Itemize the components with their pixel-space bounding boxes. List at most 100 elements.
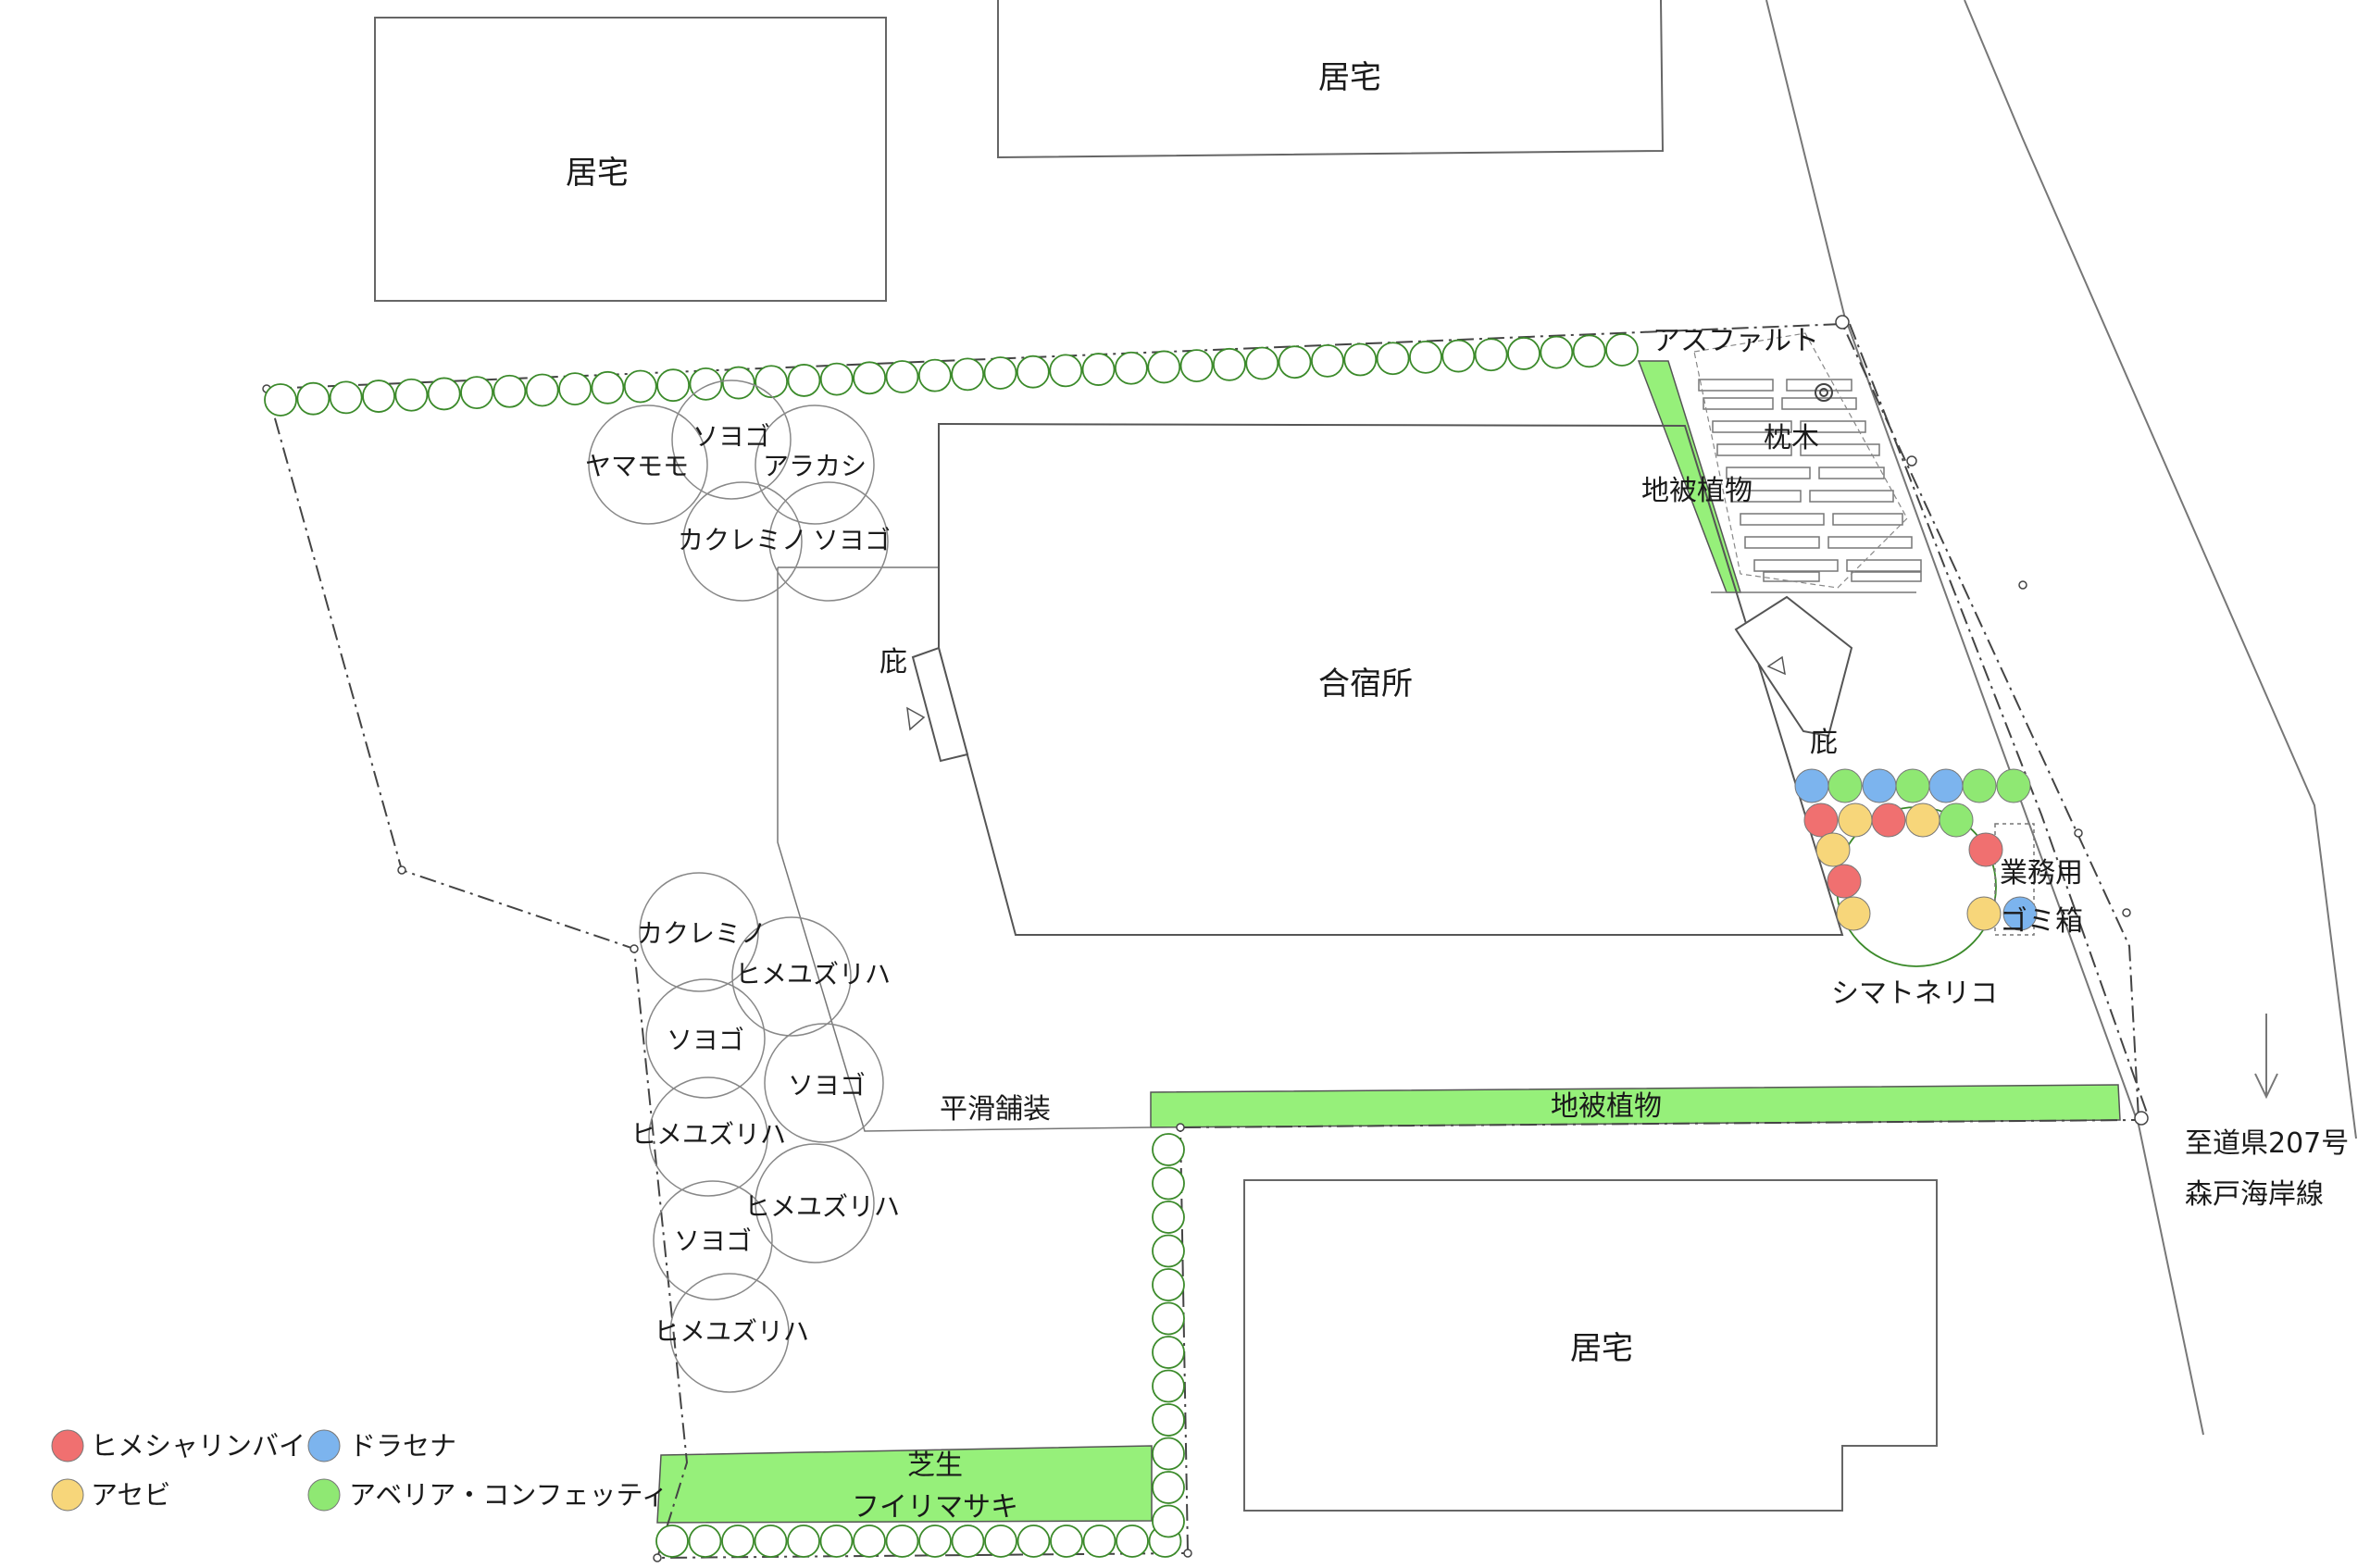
- hedge-plant: [1152, 1268, 1185, 1301]
- hedge-plant: [1114, 351, 1148, 385]
- legend-swatch-red: [51, 1429, 84, 1462]
- canopy-left-label: 庇: [879, 646, 907, 678]
- lodge-building: 合宿所: [938, 422, 1844, 936]
- shrub-blue: [1794, 768, 1829, 803]
- shrub-blue: [1928, 768, 1964, 803]
- shrub-yellow: [1815, 832, 1851, 867]
- shrub-green: [1939, 803, 1974, 838]
- house-bottom-right: 居宅: [1243, 1179, 1938, 1512]
- tree-label: カクレミノ: [637, 918, 767, 949]
- asphalt-label: アスファルト: [1653, 325, 1819, 357]
- house-top-left-label: 居宅: [566, 155, 629, 192]
- hedge-plant: [1152, 1234, 1185, 1268]
- hedge-plant: [885, 1524, 919, 1558]
- tree-label: ソヨゴ: [788, 1070, 866, 1101]
- shrub-red: [1968, 832, 2003, 867]
- tree-soyogo-2: [768, 481, 889, 602]
- hedge-plant: [689, 367, 723, 401]
- trees-upper-labels: ヤマモモ ソヨゴ アラカシ カクレミノ ソヨゴ: [585, 421, 891, 555]
- shrub-green: [1895, 768, 1930, 803]
- tree-label: ソヨゴ: [813, 525, 891, 555]
- canopy-right: 庇: [1734, 595, 1853, 759]
- hedge-plant: [329, 380, 363, 415]
- tree-label: アラカシ: [763, 451, 867, 481]
- ground-cover-bottom-strip: [1150, 1084, 2121, 1128]
- hedge-plant: [983, 356, 1017, 390]
- tree-kakuremino-2: [639, 872, 759, 992]
- road-edges: [1765, 0, 2357, 1436]
- hedge-plant: [1507, 337, 1540, 370]
- smooth-paving-label: 平滑舗装: [940, 1093, 1051, 1126]
- hedge-plant: [591, 370, 625, 404]
- hedge-plant: [1049, 354, 1083, 388]
- site-labels: アスファルト 枕木 地被植物 地被植物 平滑舗装 業務用 ゴミ箱 シマトネリコ …: [852, 325, 2349, 1524]
- tree-label: ヒメユズリハ: [630, 1119, 786, 1150]
- canopy-right-label: 庇: [1810, 727, 1838, 759]
- hedge-bottom-row: [655, 1524, 1182, 1558]
- ground-cover: [656, 360, 2121, 1524]
- legend-swatch-green: [307, 1478, 341, 1512]
- hedge-plant: [1017, 1524, 1051, 1558]
- hedge-plant: [1016, 355, 1050, 389]
- bin-label-line1: 業務用: [2000, 857, 2083, 890]
- hedge-plant: [1376, 342, 1410, 376]
- hedge-plant: [1152, 1437, 1185, 1471]
- shrub-yellow: [1836, 896, 1871, 931]
- hedge-plant: [853, 361, 887, 395]
- ground-cover-top-label: 地被植物: [1641, 475, 1753, 507]
- tree-label: ソヨゴ: [692, 421, 770, 452]
- legend-label-green: アベリア・コンフェッティ: [349, 1479, 668, 1511]
- legend-label-yellow: アセビ: [91, 1479, 170, 1511]
- tree-label: ソヨゴ: [674, 1226, 752, 1256]
- down-arrow-icon: [2254, 1014, 2278, 1100]
- hedge-plant: [951, 1524, 985, 1558]
- bin-outline: [1994, 823, 2035, 936]
- hedge-plant: [296, 381, 331, 416]
- hedge-plant: [918, 1524, 952, 1558]
- hedge-plant: [1213, 347, 1246, 381]
- hedge-plant: [787, 1524, 820, 1558]
- shrub-yellow: [1905, 803, 1940, 838]
- road-edge-right: [1964, 0, 2357, 1139]
- hedge-plant: [951, 357, 985, 392]
- tree-arakashi: [755, 404, 875, 525]
- legend-swatch-yellow: [51, 1478, 84, 1512]
- legend-label-red: ヒメシャリンバイ: [91, 1430, 306, 1462]
- legend: ヒメシャリンバイ アセビ ドラセナ アベリア・コンフェッティ: [51, 1429, 668, 1512]
- shimatoneriko-label: シマトネリコ: [1831, 977, 1998, 1010]
- hedge-plant: [1081, 353, 1116, 386]
- hedge-plant: [1605, 333, 1639, 367]
- tree-label: ヒメユズリハ: [744, 1191, 900, 1222]
- hedge-plant: [1152, 1301, 1185, 1336]
- hedge-plant: [853, 1524, 886, 1558]
- tree-soyogo-3: [645, 978, 766, 1099]
- hedge-plant: [525, 373, 559, 407]
- hedge-plant: [1152, 1403, 1185, 1437]
- hedge-plant: [984, 1524, 1017, 1558]
- hedge-plant: [721, 366, 755, 400]
- sleepers-diamond: [1693, 332, 1908, 589]
- lodge-label: 合宿所: [1318, 666, 1413, 703]
- shrub-red: [1827, 864, 1862, 899]
- hedge-plant: [1116, 1524, 1149, 1558]
- sleepers-area: [1698, 379, 1922, 582]
- hedge-plant: [656, 368, 690, 403]
- paving-lines: [777, 566, 1916, 1132]
- ground-cover-bottom-label: 地被植物: [1551, 1090, 1662, 1123]
- hedge-plant: [655, 1524, 689, 1558]
- trees-lower-labels: カクレミノ ヒメユズリハ ソヨゴ ソヨゴ ヒメユズリハ ヒメユズリハ ソヨゴ ヒ…: [630, 918, 900, 1347]
- tree-label: カクレミノ: [678, 525, 807, 555]
- tree-label: ソヨゴ: [667, 1025, 744, 1055]
- shrub-green: [1827, 768, 1863, 803]
- road-label-line2: 森戸海岸線: [2185, 1178, 2324, 1211]
- hedge-plant: [819, 1524, 854, 1558]
- shrub-green: [1962, 768, 1997, 803]
- trees-upper: [588, 380, 889, 602]
- tree-label: ヤマモモ: [585, 451, 689, 481]
- hedge-plant: [1474, 338, 1508, 372]
- lawn-label-line2: フイリマサキ: [852, 1491, 1018, 1524]
- hedge-plant: [493, 374, 527, 408]
- shrub-blue: [1862, 768, 1897, 803]
- hedge-plant: [1147, 350, 1181, 384]
- hedge-plant: [264, 383, 297, 417]
